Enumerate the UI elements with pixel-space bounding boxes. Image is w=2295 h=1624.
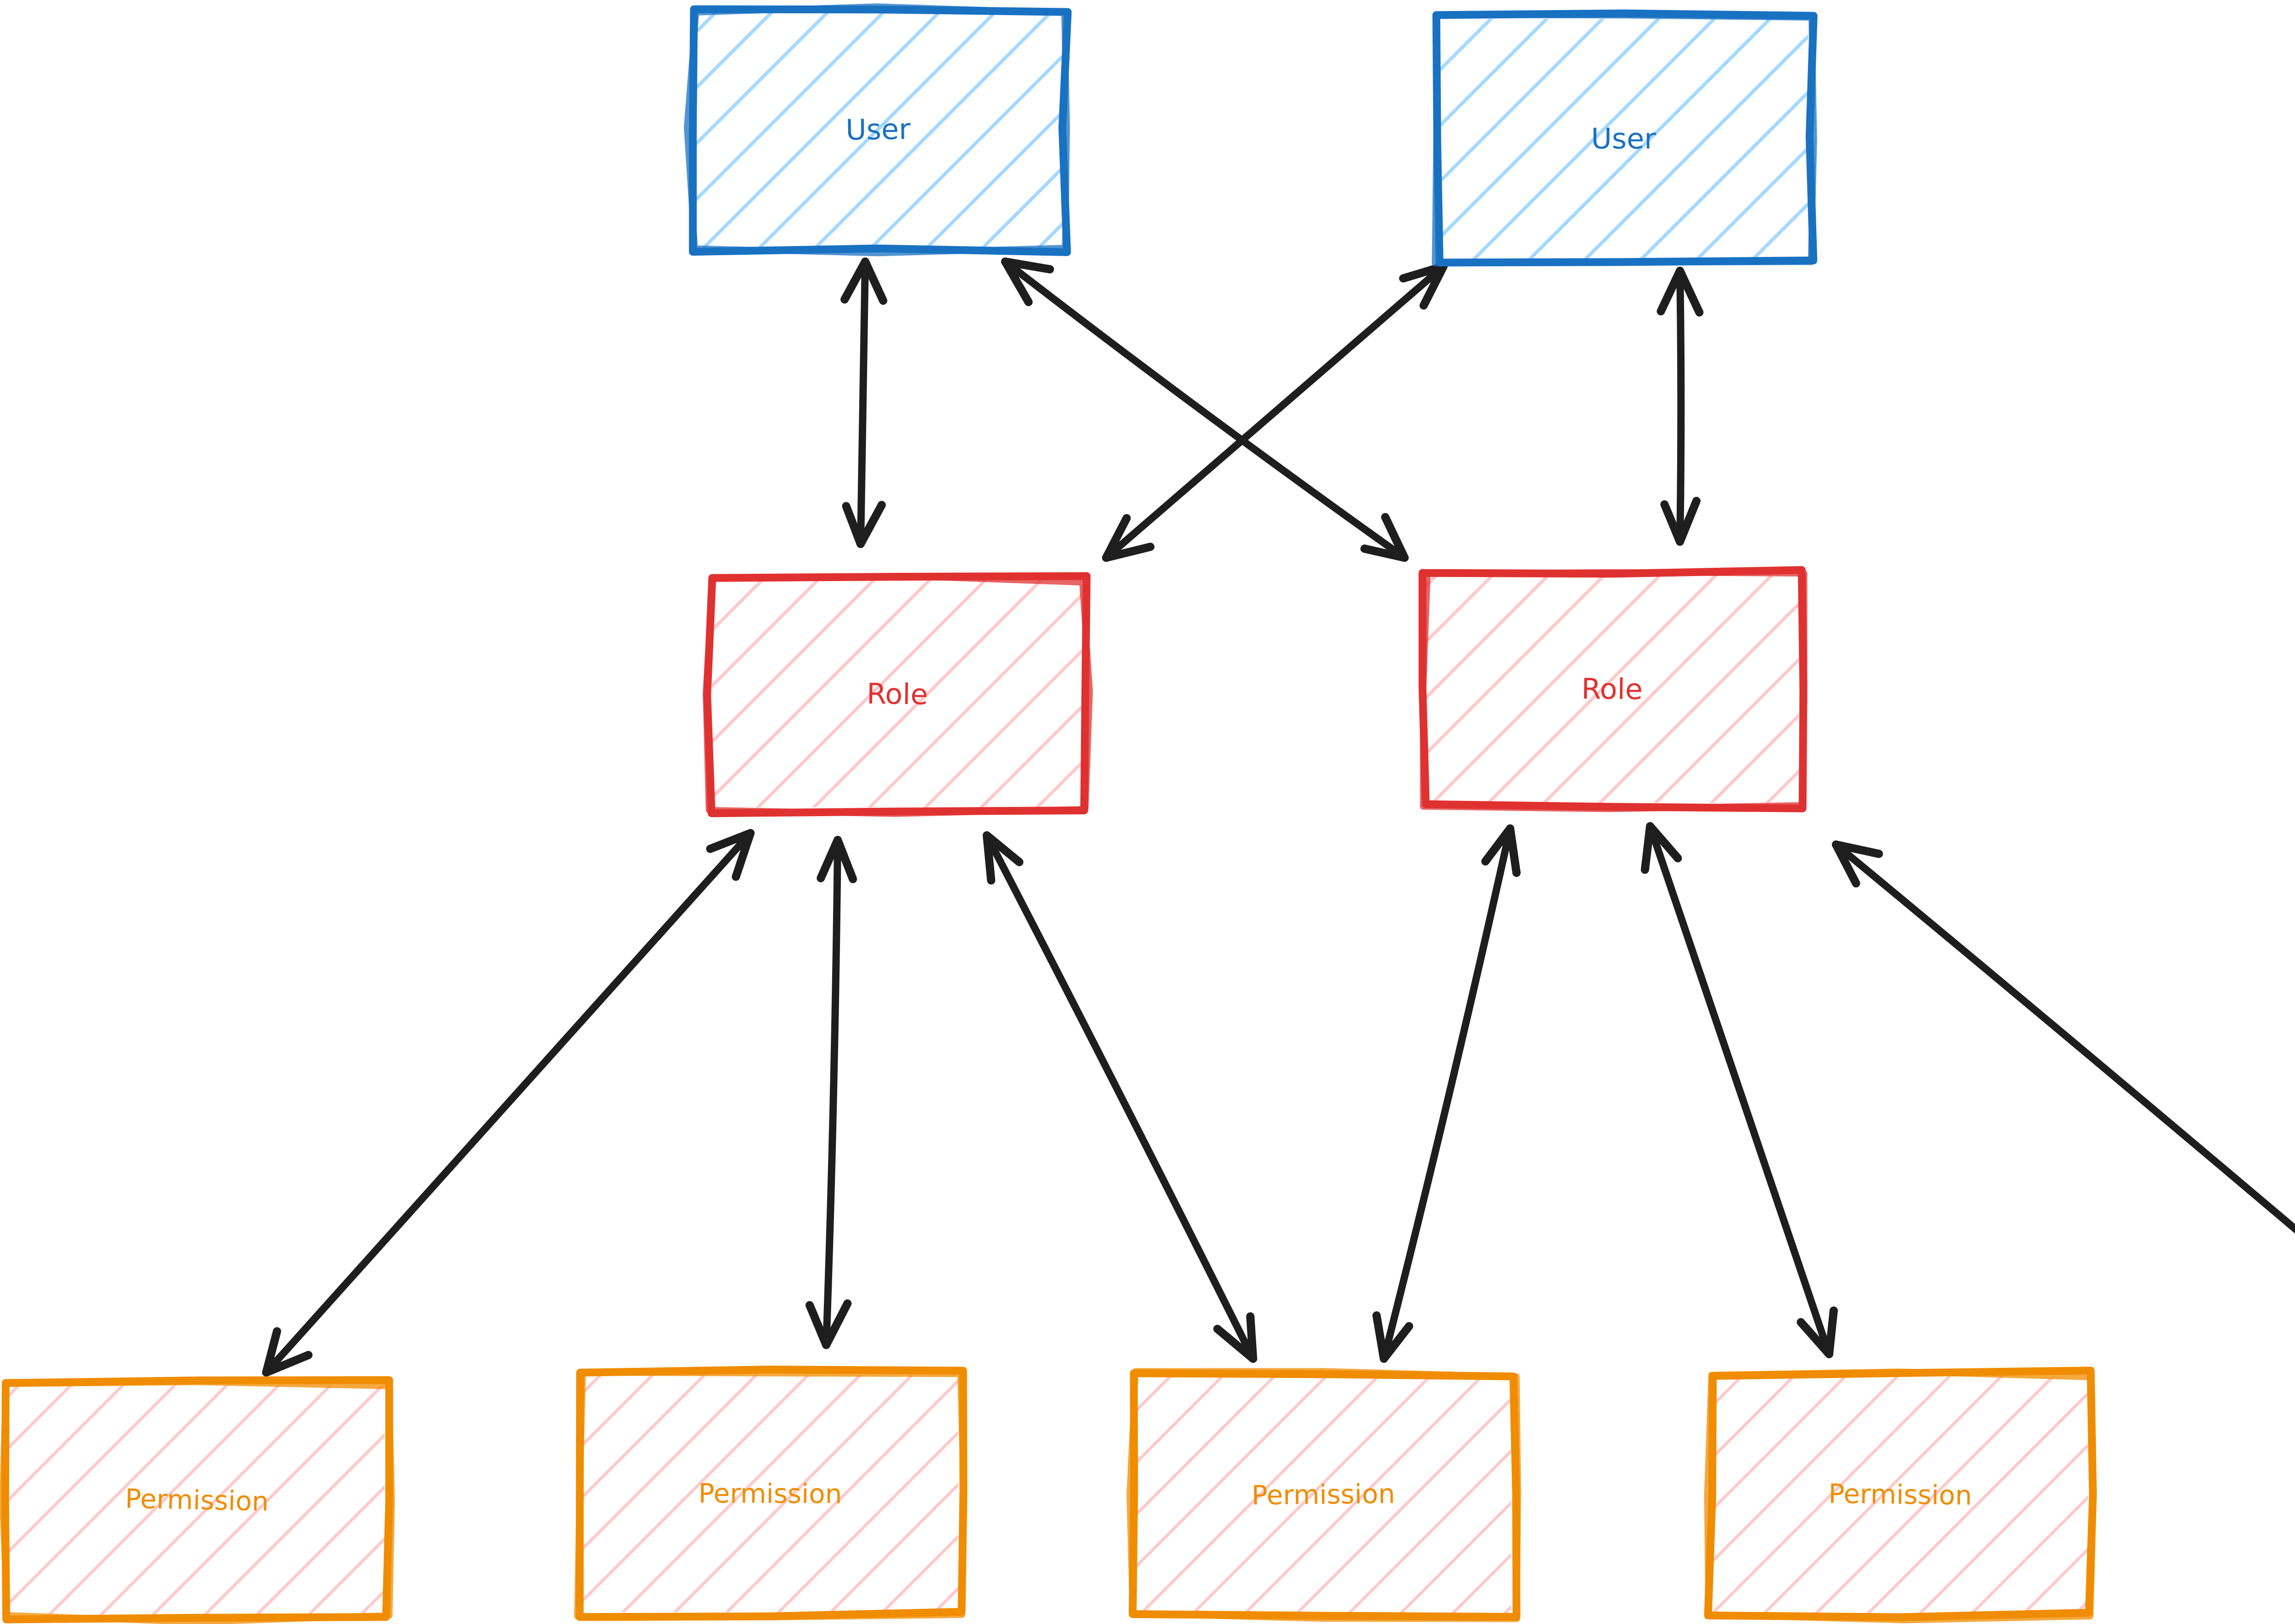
arrow-shaft xyxy=(983,832,1257,1362)
node-hitbox-perm-1[interactable] xyxy=(6,1383,387,1618)
arrow-head xyxy=(983,831,996,885)
edge-e-user1-role1[interactable] xyxy=(840,258,888,548)
arrow-head xyxy=(1832,840,1860,888)
node-fill xyxy=(1426,576,1799,803)
edge-e-role1-perm3[interactable] xyxy=(983,831,1257,1363)
arrow-head xyxy=(1797,1318,1833,1358)
arrow-head xyxy=(856,501,886,548)
edge-e-role2-perm4[interactable] xyxy=(1640,822,1838,1358)
arrow-shaft xyxy=(1103,263,1447,561)
node-perm-2[interactable] xyxy=(574,1366,968,1621)
edge-layer xyxy=(262,258,2295,1377)
arrow-head xyxy=(1419,262,1448,310)
arrow-head xyxy=(1676,497,1701,546)
edge-e-user2-role2[interactable] xyxy=(1657,267,1704,546)
node-outline xyxy=(0,1379,395,1624)
arrow-head xyxy=(983,831,1024,867)
arrow-head xyxy=(706,829,755,853)
arrow-head xyxy=(1246,1312,1257,1363)
arrow-shaft xyxy=(823,836,841,1349)
arrow-head xyxy=(1213,1325,1257,1363)
arrow-head xyxy=(1676,267,1704,317)
arrow-head xyxy=(1380,1322,1413,1363)
node-hitbox-perm-3[interactable] xyxy=(1133,1373,1514,1616)
arrow-head xyxy=(1657,267,1684,316)
arrow-shaft xyxy=(1002,258,1408,561)
arrow-head xyxy=(805,1301,830,1349)
node-hitbox-perm-4[interactable] xyxy=(1710,1373,2091,1616)
node-outline xyxy=(574,1369,967,1621)
node-fill xyxy=(582,1375,958,1612)
arrow-head xyxy=(1506,824,1521,877)
edge-e-user2-role1[interactable] xyxy=(1102,262,1448,562)
arrow-shaft xyxy=(1832,841,2295,1234)
arrow-head xyxy=(1825,1306,1838,1358)
arrow-head xyxy=(817,836,842,883)
node-outline xyxy=(1420,569,1808,812)
node-outline xyxy=(1126,1368,1521,1622)
node-fill xyxy=(1713,1376,2088,1613)
arrow-shaft xyxy=(1646,823,1833,1358)
node-outline xyxy=(1432,11,1817,267)
node-role-2[interactable] xyxy=(1418,566,1808,812)
arrow-head xyxy=(1381,513,1409,562)
node-outline xyxy=(1704,1368,2097,1624)
arrow-head xyxy=(262,1327,281,1377)
arrow-head xyxy=(842,502,865,548)
node-role-1[interactable] xyxy=(703,572,1093,818)
node-user-2[interactable] xyxy=(1432,9,1818,267)
arrow-head xyxy=(262,1351,313,1377)
node-hitbox-user-2[interactable] xyxy=(1437,16,1811,262)
arrow-head xyxy=(1660,500,1684,546)
arrow-head xyxy=(1832,840,1883,858)
arrow-head xyxy=(1372,1311,1388,1363)
node-user-1[interactable] xyxy=(683,3,1072,257)
arrow-head xyxy=(1102,514,1131,562)
edge-e-role2-perm5[interactable] xyxy=(1832,840,2295,1363)
node-outline xyxy=(683,3,1070,257)
arrow-shaft xyxy=(1380,825,1514,1362)
arrow-head xyxy=(732,829,755,881)
node-hitbox-perm-2[interactable] xyxy=(579,1372,961,1615)
node-perm-4[interactable] xyxy=(1704,1366,2097,1624)
arrow-shaft xyxy=(857,258,869,548)
node-perm-1[interactable] xyxy=(0,1376,395,1624)
arrow-head xyxy=(822,1299,852,1349)
arrow-head xyxy=(1481,824,1514,866)
arrow-head xyxy=(861,258,888,305)
arrow-head xyxy=(1360,544,1409,562)
arrow-head xyxy=(1399,262,1448,283)
arrow-head xyxy=(1640,822,1654,874)
arrow-head xyxy=(1102,543,1155,562)
node-fill xyxy=(712,580,1083,807)
edge-e-user1-role2[interactable] xyxy=(1001,258,1409,562)
edge-e-role2-perm3[interactable] xyxy=(1372,824,1521,1363)
node-fill xyxy=(694,12,1062,247)
arrow-head xyxy=(834,836,857,884)
node-hitbox-role-1[interactable] xyxy=(709,577,1086,810)
arrow-shaft xyxy=(263,829,754,1376)
arrow-head xyxy=(1646,822,1682,862)
edge-e-role1-perm2[interactable] xyxy=(805,836,857,1349)
node-layer xyxy=(0,3,2097,1624)
arrow-head xyxy=(1001,258,1054,274)
node-outline xyxy=(703,572,1093,817)
arrow-shaft xyxy=(1676,267,1685,545)
node-fill xyxy=(9,1385,385,1615)
edge-e-role1-perm1[interactable] xyxy=(262,829,755,1377)
node-hitbox-user-1[interactable] xyxy=(692,9,1065,250)
node-perm-3[interactable] xyxy=(1126,1368,1521,1622)
node-hitbox-role-2[interactable] xyxy=(1423,573,1802,806)
node-fill xyxy=(1439,19,1808,259)
node-fill xyxy=(1136,1376,1511,1613)
arrow-head xyxy=(840,258,869,304)
arrow-head xyxy=(1001,258,1033,307)
